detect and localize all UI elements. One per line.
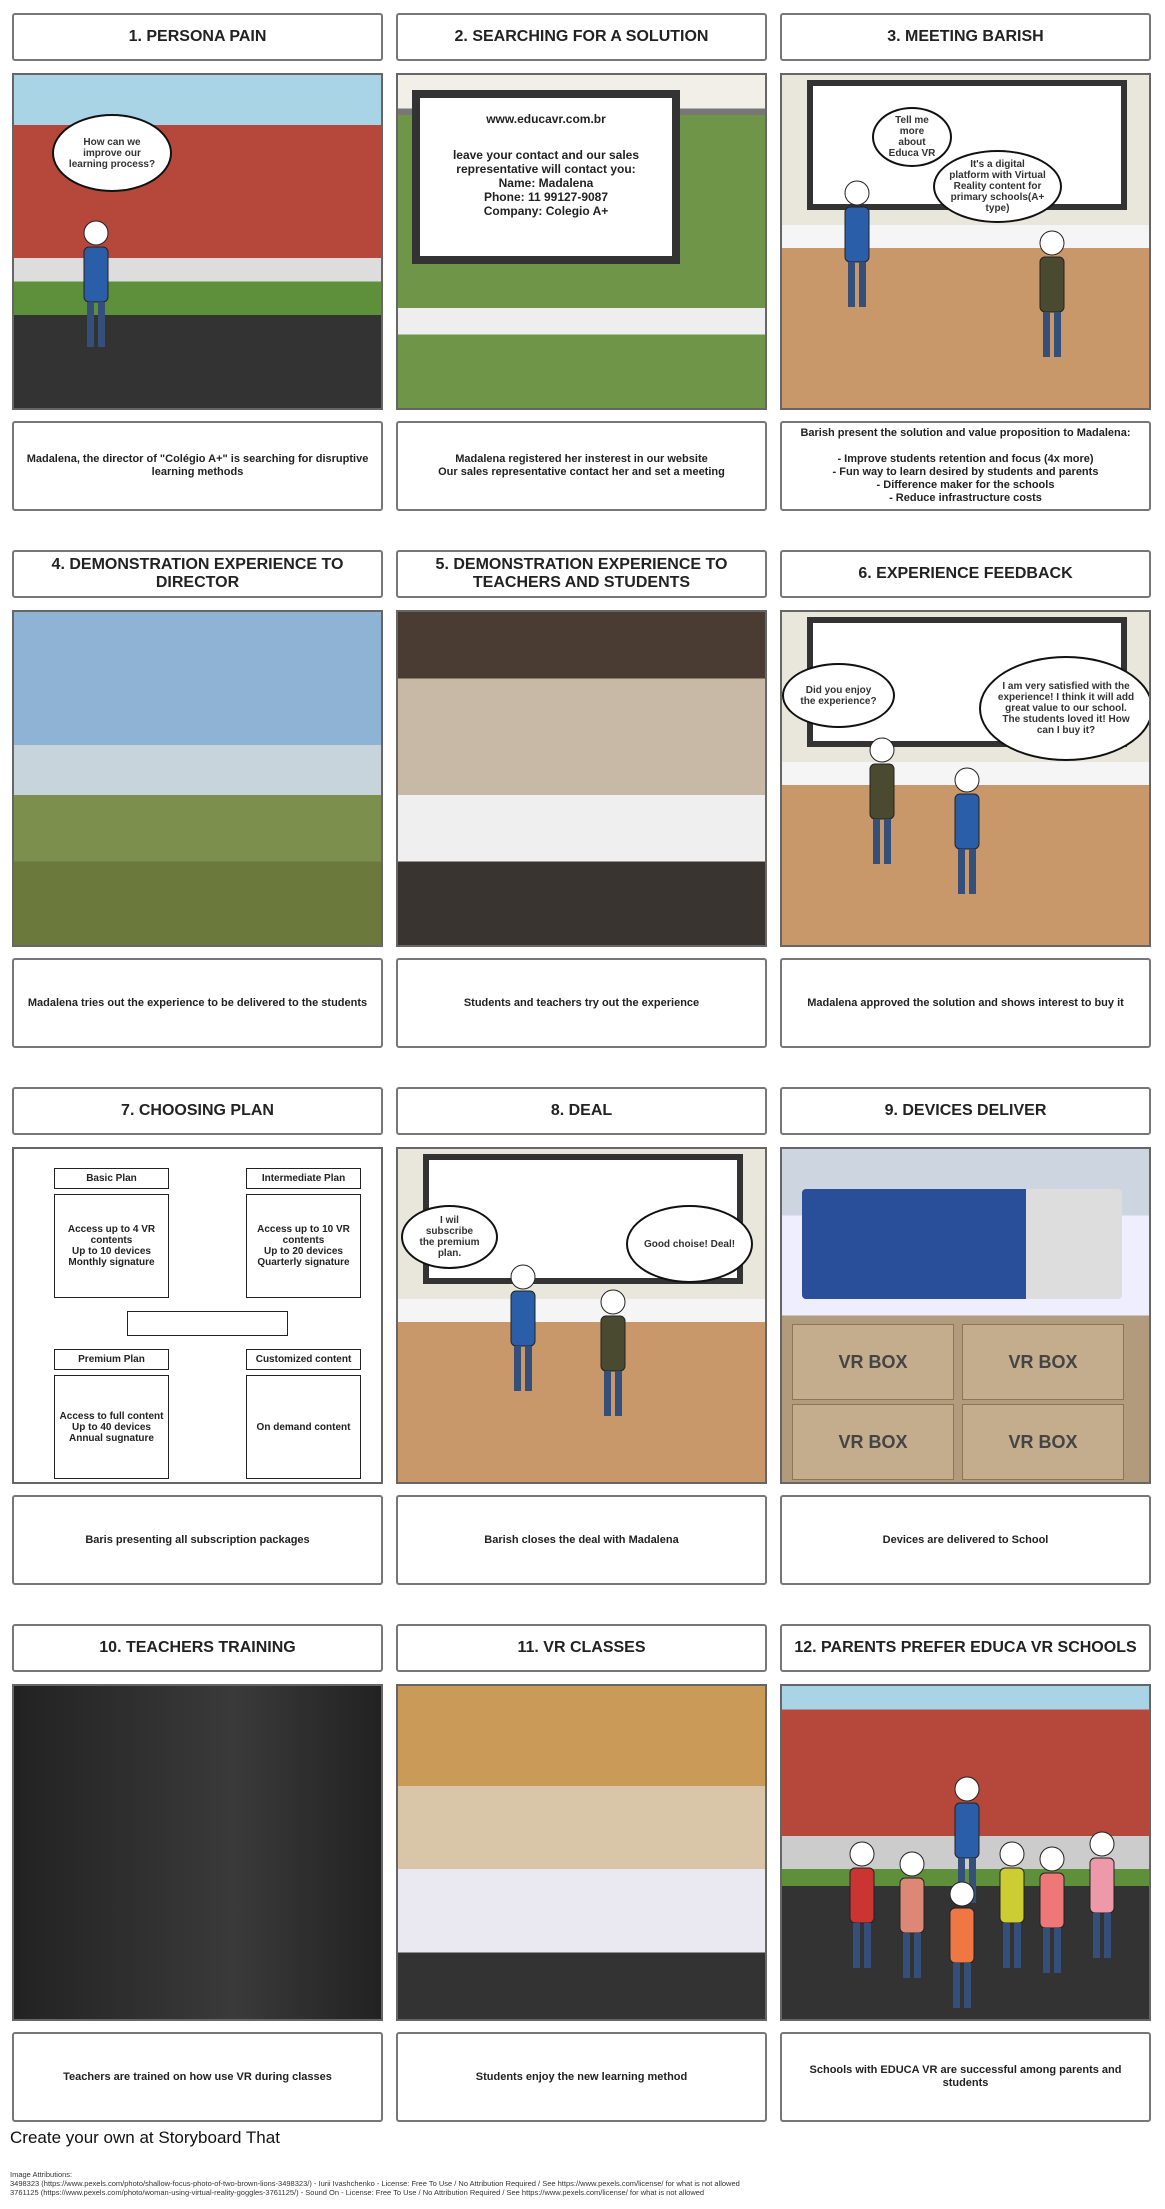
panel-description: Teachers are trained on how use VR durin…: [12, 2032, 383, 2122]
panel-scene: www.educavr.com.br leave your contact and…: [396, 73, 767, 410]
character-figure: [76, 215, 116, 360]
panel-description: Baris presenting all subscription packag…: [12, 1495, 383, 1585]
plan-name: Customized content: [246, 1349, 361, 1370]
character-figure: [862, 732, 902, 877]
character-figure: [837, 175, 877, 320]
speech-bubble: How can we improve our learning process?: [52, 114, 172, 192]
vr-box: VR BOX: [962, 1324, 1124, 1400]
character-figure: [1032, 1841, 1072, 1986]
plan-details: Access up to 10 VR contents Up to 20 dev…: [246, 1194, 361, 1298]
empty-box: [127, 1311, 288, 1336]
create-your-own-link[interactable]: Create your own at Storyboard That: [10, 2128, 280, 2147]
panel-description: Madalena approved the solution and shows…: [780, 958, 1151, 1048]
panel-title: 3. MEETING BARISH: [780, 13, 1151, 61]
character-figure: [842, 1836, 882, 1981]
panel-scene: [12, 1684, 383, 2021]
vr-box: VR BOX: [792, 1324, 954, 1400]
vr-box: VR BOX: [962, 1404, 1124, 1480]
plan-name: Intermediate Plan: [246, 1168, 361, 1189]
panel-title: 11. VR CLASSES: [396, 1624, 767, 1672]
panel-description: Schools with EDUCA VR are successful amo…: [780, 2032, 1151, 2122]
panel-title: 10. TEACHERS TRAINING: [12, 1624, 383, 1672]
panel-description: Students enjoy the new learning method: [396, 2032, 767, 2122]
panel-title: 8. DEAL: [396, 1087, 767, 1135]
character-figure: [892, 1846, 932, 1991]
character-figure: [1032, 225, 1072, 370]
character-figure: [942, 1876, 982, 2019]
panel-description: Barish closes the deal with Madalena: [396, 1495, 767, 1585]
panel-scene: I wil subscribe the premium plan. Good ch…: [396, 1147, 767, 1484]
character-figure: [593, 1284, 633, 1429]
speech-bubble: Did you enjoy the experience?: [782, 663, 895, 728]
speech-bubble: Good choise! Deal!: [626, 1205, 753, 1283]
panel-description: Madalena, the director of "Colégio A+" i…: [12, 421, 383, 511]
panel-description: Devices are delivered to School: [780, 1495, 1151, 1585]
speech-bubble: It's a digital platform with Virtual Rea…: [933, 150, 1062, 223]
panel-title: 1. PERSONA PAIN: [12, 13, 383, 61]
panel-scene: Did you enjoy the experience? I am very s…: [780, 610, 1151, 947]
plan-name: Premium Plan: [54, 1349, 169, 1370]
panel-description: Madalena registered her insterest in our…: [396, 421, 767, 511]
panel-description: Madalena tries out the experience to be …: [12, 958, 383, 1048]
character-figure: [992, 1836, 1032, 1981]
panel-title: 4. DEMONSTRATION EXPERIENCE TO DIRECTOR: [12, 550, 383, 598]
character-figure: [1082, 1826, 1122, 1971]
panel-title: 7. CHOOSING PLAN: [12, 1087, 383, 1135]
speech-bubble: I am very satisfied with the experience!…: [979, 656, 1149, 761]
plan-name: Basic Plan: [54, 1168, 169, 1189]
panel-scene: [396, 610, 767, 947]
image-attributions: Image Attributions: 3498323 (https://www…: [10, 2170, 740, 2197]
truck: [802, 1189, 1122, 1299]
panel-scene: [780, 1684, 1151, 2021]
panel-description: Students and teachers try out the experi…: [396, 958, 767, 1048]
panel-title: 6. EXPERIENCE FEEDBACK: [780, 550, 1151, 598]
computer-screen: www.educavr.com.br leave your contact and…: [412, 90, 680, 264]
panel-scene: How can we improve our learning process?: [12, 73, 383, 410]
panel-title: 5. DEMONSTRATION EXPERIENCE TO TEACHERS …: [396, 550, 767, 598]
speech-bubble: Tell me more about Educa VR: [872, 107, 952, 167]
screen-body: leave your contact and our sales represe…: [452, 148, 640, 218]
plan-details: On demand content: [246, 1375, 361, 1479]
screen-url: www.educavr.com.br: [486, 112, 606, 126]
panel-title: 2. SEARCHING FOR A SOLUTION: [396, 13, 767, 61]
character-figure: [947, 1771, 987, 1916]
character-figure: [503, 1259, 543, 1404]
panel-title: 9. DEVICES DELIVER: [780, 1087, 1151, 1135]
plan-details: Access to full content Up to 40 devices …: [54, 1375, 169, 1479]
speech-bubble: I wil subscribe the premium plan.: [401, 1205, 498, 1269]
panel-title: 12. PARENTS PREFER EDUCA VR SCHOOLS: [780, 1624, 1151, 1672]
panel-scene: [396, 1684, 767, 2021]
panel-scene: [12, 610, 383, 947]
plan-details: Access up to 4 VR contents Up to 10 devi…: [54, 1194, 169, 1298]
vr-box: VR BOX: [792, 1404, 954, 1480]
panel-description: Barish present the solution and value pr…: [780, 421, 1151, 511]
character-figure: [947, 762, 987, 907]
